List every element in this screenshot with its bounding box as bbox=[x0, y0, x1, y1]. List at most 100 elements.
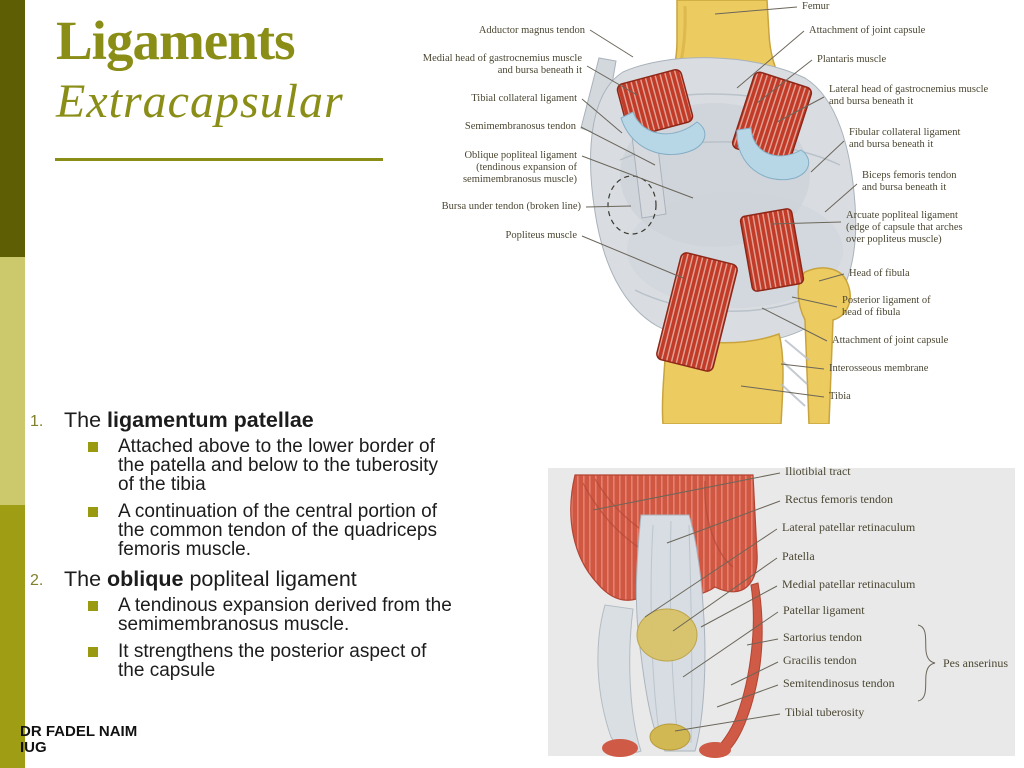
leader-line bbox=[740, 385, 825, 398]
figure-label: Sartorius tendon bbox=[783, 630, 862, 644]
bullet-item: It strengthens the posterior aspect of t… bbox=[88, 642, 540, 680]
leader-line bbox=[776, 96, 825, 123]
leader-line bbox=[644, 528, 778, 618]
list-item-text: The oblique popliteal ligament bbox=[64, 567, 357, 591]
ligament-list: 1. The ligamentum patellae Attached abov… bbox=[30, 408, 540, 688]
leader-line bbox=[770, 221, 842, 225]
accent-bar-bottom bbox=[0, 505, 25, 768]
leader-line bbox=[700, 585, 778, 628]
accent-bar-middle bbox=[0, 257, 25, 505]
figure-label: Patella bbox=[782, 549, 815, 563]
figure-label: Popliteus muscle bbox=[506, 230, 578, 241]
figure-label: Pes anserinus bbox=[943, 656, 1008, 670]
figure-label: Semimembranosus tendon bbox=[465, 121, 577, 132]
bullet-item: Attached above to the lower border of th… bbox=[88, 437, 540, 494]
footer: DR FADEL NAIM IUG bbox=[20, 724, 137, 756]
leader-line bbox=[589, 29, 634, 58]
figure-label: Oblique popliteal ligament(tendinous exp… bbox=[463, 150, 578, 185]
accent-bar-top bbox=[0, 0, 25, 257]
leader-line bbox=[581, 155, 694, 199]
footer-institution: IUG bbox=[20, 739, 47, 756]
leader-line bbox=[581, 235, 684, 279]
knee-illustration-anterior bbox=[570, 474, 763, 758]
list-item-text: The ligamentum patellae bbox=[64, 408, 314, 432]
pes-anserinus-brace bbox=[917, 624, 936, 702]
list-item-rest: popliteal ligament bbox=[183, 567, 357, 591]
bullet-marker bbox=[88, 507, 98, 517]
leader-line bbox=[682, 611, 779, 678]
leader-line bbox=[791, 296, 838, 308]
list-item-bold: oblique bbox=[107, 567, 184, 591]
list-item: 2. The oblique popliteal ligament bbox=[30, 567, 540, 591]
leader-line bbox=[736, 30, 805, 89]
title-underline bbox=[55, 158, 383, 161]
figure-label: Attachment of joint capsule bbox=[809, 25, 926, 36]
bullet-marker bbox=[88, 442, 98, 452]
leader-line bbox=[666, 500, 781, 544]
figure-label: Head of fibula bbox=[849, 268, 910, 279]
bullet-text: A tendinous expansion derived from the s… bbox=[118, 595, 452, 635]
list-item: 1. The ligamentum patellae bbox=[30, 408, 540, 432]
figure-label: Iliotibial tract bbox=[785, 464, 851, 478]
bullet-text: A continuation of the central portion of… bbox=[118, 501, 437, 560]
page-subtitle: Extracapsular bbox=[56, 75, 344, 128]
leader-line bbox=[586, 65, 638, 96]
leader-line bbox=[756, 59, 813, 104]
list-item-lead: The bbox=[64, 567, 108, 591]
figure-label: Patellar ligament bbox=[783, 603, 865, 617]
leader-line bbox=[716, 684, 779, 708]
leader-line bbox=[714, 6, 798, 15]
figure-label: Tibial tuberosity bbox=[785, 705, 864, 719]
knee-illustration-posterior bbox=[580, 0, 857, 424]
figure-label: Attachment of joint capsule bbox=[832, 335, 949, 346]
bullet-text: Attached above to the lower border of th… bbox=[118, 436, 439, 495]
leader-line bbox=[581, 98, 623, 134]
figure-label: Medial patellar retinaculum bbox=[782, 577, 916, 591]
figure-label: Rectus femoris tendon bbox=[785, 492, 893, 506]
leader-line bbox=[810, 140, 845, 173]
figure-label: Adductor magnus tendon bbox=[479, 25, 586, 36]
figure-label: Gracilis tendon bbox=[783, 653, 857, 667]
figure-label: Tibial collateral ligament bbox=[471, 93, 577, 104]
leader-line bbox=[780, 363, 825, 370]
bullet-item: A tendinous expansion derived from the s… bbox=[88, 596, 540, 634]
list-item-number: 2. bbox=[30, 572, 44, 589]
list-item-number: 1. bbox=[30, 413, 44, 430]
leader-line bbox=[585, 205, 632, 208]
figure-label: Tibia bbox=[829, 391, 851, 402]
bullet-marker bbox=[88, 647, 98, 657]
figure-label: Femur bbox=[802, 1, 830, 12]
figure-label: Bursa under tendon (broken line) bbox=[442, 201, 582, 212]
leader-line bbox=[672, 557, 778, 632]
figure-label: Lateral patellar retinaculum bbox=[782, 520, 916, 534]
leader-line bbox=[761, 307, 828, 342]
figure-label: Semitendinosus tendon bbox=[783, 676, 895, 690]
footer-author: DR FADEL NAIM bbox=[20, 723, 138, 740]
figure-label: Interosseous membrane bbox=[829, 363, 929, 374]
page-title: Ligaments bbox=[56, 10, 296, 71]
list-item-bold: ligamentum patellae bbox=[107, 408, 314, 432]
bullet-marker bbox=[88, 601, 98, 611]
title-block: Ligaments Extracapsular bbox=[56, 10, 456, 130]
leader-line bbox=[674, 713, 781, 732]
leader-line bbox=[818, 273, 845, 282]
bullet-item: A continuation of the central portion of… bbox=[88, 502, 540, 559]
figure-label: Arcuate popliteal ligament(edge of capsu… bbox=[846, 210, 963, 245]
figure-label: Plantaris muscle bbox=[817, 54, 886, 65]
leader-line bbox=[592, 472, 781, 511]
bullet-text: It strengthens the posterior aspect of t… bbox=[118, 641, 427, 681]
list-item-lead: The bbox=[64, 408, 108, 432]
leader-line bbox=[580, 126, 656, 166]
leader-line bbox=[824, 183, 858, 213]
leader-line bbox=[746, 638, 779, 646]
leader-line bbox=[730, 661, 779, 686]
